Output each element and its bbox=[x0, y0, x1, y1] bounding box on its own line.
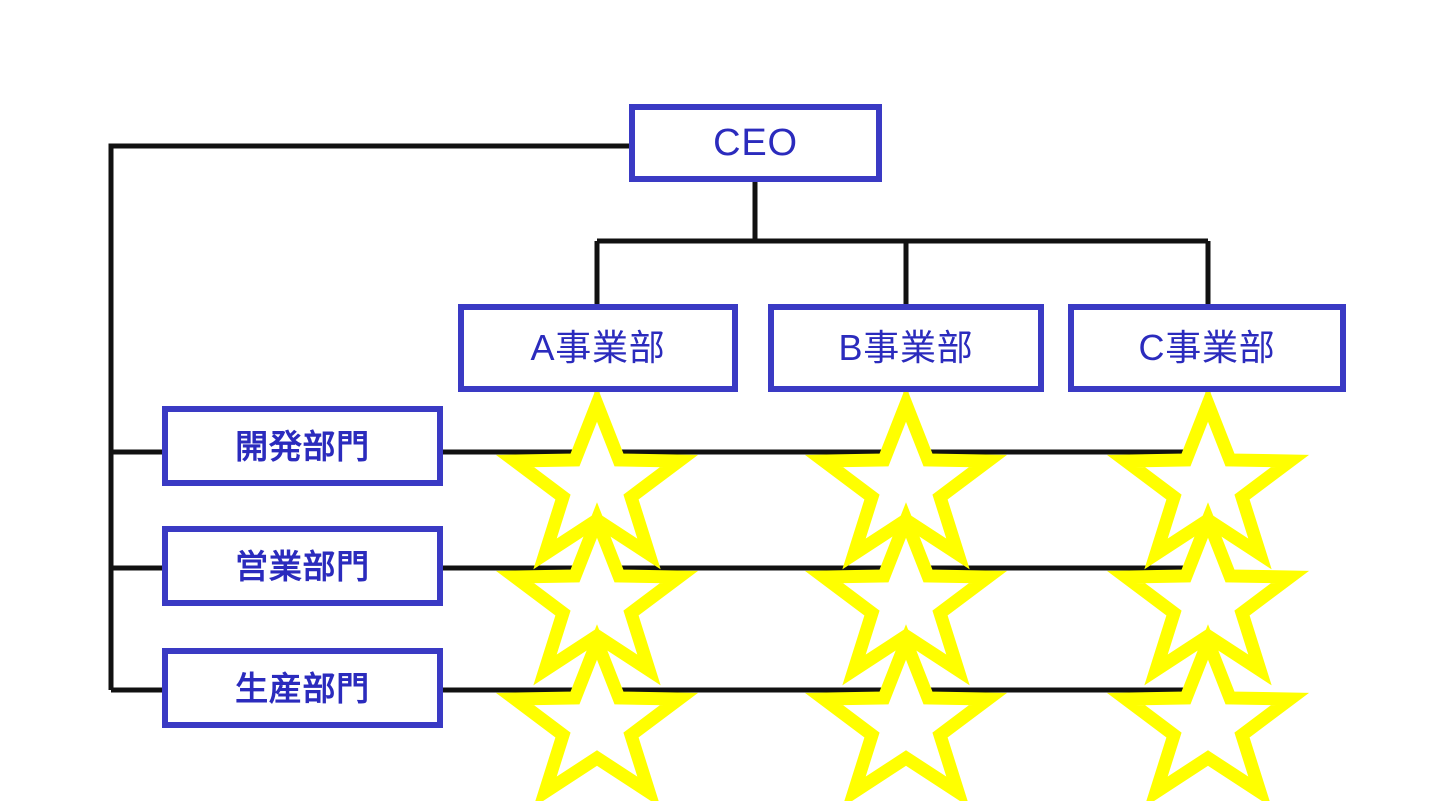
node-ceo-label: CEO bbox=[713, 122, 798, 164]
node-department-production-label: 生産部門 bbox=[235, 669, 370, 707]
node-department-production[interactable]: 生産部門 bbox=[162, 648, 443, 728]
node-division-a[interactable]: A事業部 bbox=[458, 304, 738, 392]
node-ceo[interactable]: CEO bbox=[629, 104, 882, 182]
node-division-c-label: C事業部 bbox=[1138, 327, 1276, 368]
star-icon bbox=[1106, 624, 1310, 801]
star-icon bbox=[804, 624, 1008, 801]
connector-ceo-to-left-trunk bbox=[108, 143, 629, 690]
node-department-sales-label: 営業部門 bbox=[235, 547, 370, 585]
matrix-star-markers bbox=[495, 386, 1310, 801]
node-division-c[interactable]: C事業部 bbox=[1068, 304, 1346, 392]
node-division-a-label: A事業部 bbox=[530, 327, 666, 368]
node-department-development[interactable]: 開発部門 bbox=[162, 406, 443, 486]
node-division-b-label: B事業部 bbox=[838, 327, 974, 368]
node-department-development-label: 開発部門 bbox=[235, 427, 370, 465]
node-division-b[interactable]: B事業部 bbox=[768, 304, 1044, 392]
star-icon bbox=[495, 624, 699, 801]
node-department-sales[interactable]: 営業部門 bbox=[162, 526, 443, 606]
